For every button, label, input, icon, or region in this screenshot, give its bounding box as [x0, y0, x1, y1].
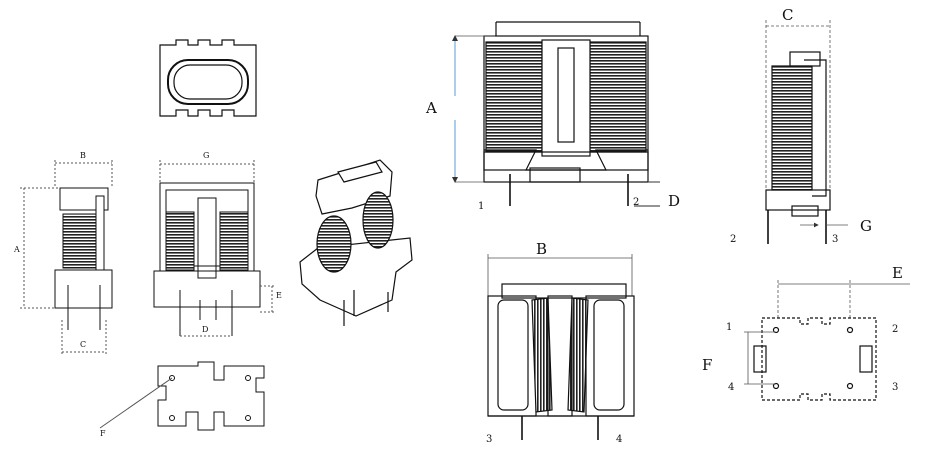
left-dim-label-e: E	[276, 291, 282, 300]
right-footprint-view	[744, 280, 910, 401]
front-dim-label-b: B	[536, 240, 547, 258]
foot-pin-label-3: 3	[892, 382, 898, 393]
foot-pin-label-4: 4	[728, 382, 734, 393]
right-dim-label-c: C	[782, 6, 793, 24]
right-depth-view	[765, 20, 848, 244]
foot-pin-label-2: 2	[892, 324, 898, 335]
foot-pin-label-1: 1	[726, 322, 732, 333]
right-pin-label-3: 3	[832, 234, 838, 245]
front-pin-label-3: 3	[486, 434, 492, 445]
side-view	[483, 21, 660, 207]
left-dim-label-d: D	[202, 325, 208, 334]
isometric-view	[299, 159, 413, 326]
side-pin-label-2: 2	[633, 197, 639, 208]
foot-dim-label-e: E	[892, 264, 903, 282]
foot-dim-label-f: F	[702, 356, 712, 374]
left-footprint-view	[99, 361, 265, 431]
right-pin-label-2: 2	[730, 234, 736, 245]
left-dim-label-a: A	[13, 245, 20, 254]
front-pin-label-4: 4	[616, 434, 622, 445]
side-dim-label-a: A	[425, 99, 437, 117]
left-top-view	[159, 39, 257, 117]
right-dim-label-g: G	[860, 217, 872, 235]
front-view	[487, 254, 635, 440]
left-dim-label-c: C	[80, 340, 86, 349]
left-dim-label-b: B	[80, 151, 86, 160]
left-side-view	[20, 160, 113, 356]
side-pin-label-1: 1	[478, 201, 484, 212]
side-dim-label-d: D	[668, 192, 680, 210]
left-dim-label-g: G	[203, 151, 209, 160]
left-front-view	[153, 160, 276, 337]
side-height-dim	[452, 35, 495, 183]
left-dim-label-f: F	[100, 429, 106, 438]
